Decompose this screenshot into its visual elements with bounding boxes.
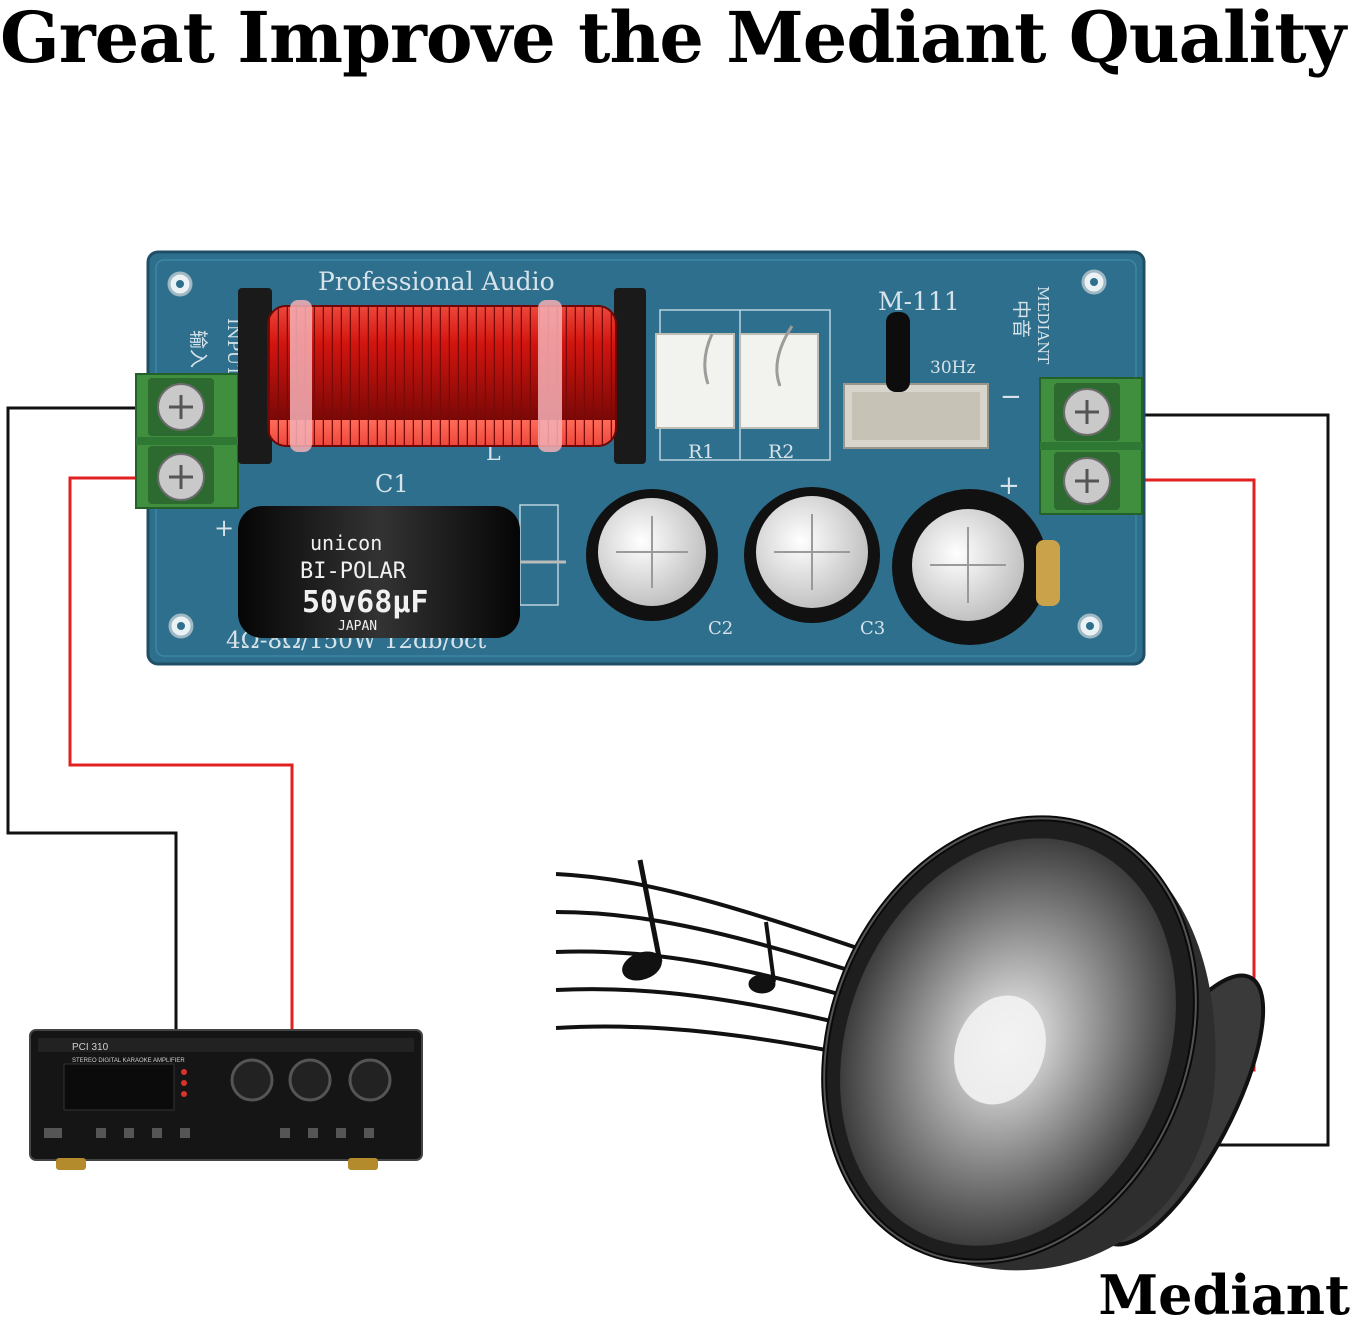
capacitor-c1: unicon BI-POLAR 50v68μF JAPAN bbox=[238, 506, 566, 638]
r2-label: R2 bbox=[768, 441, 794, 463]
output-label: MEDIANT bbox=[1034, 286, 1052, 364]
input-plus-sign: + bbox=[214, 514, 234, 542]
capacitor-c3 bbox=[744, 487, 880, 623]
amplifier-subtitle: STEREO DIGITAL KARAOKE AMPLIFIER bbox=[72, 1058, 185, 1064]
page-title: Great Improve the Mediant Quality bbox=[0, 0, 1346, 79]
power-resistor bbox=[843, 312, 989, 449]
wire-set bbox=[6, 406, 1330, 1147]
r1-label: R1 bbox=[688, 441, 714, 463]
capacitor-c2 bbox=[586, 489, 718, 621]
resistor-r1 bbox=[655, 333, 735, 429]
output-minus-sign: − bbox=[1000, 382, 1022, 412]
input-terminal-block bbox=[135, 373, 239, 509]
c2-label: C2 bbox=[708, 618, 733, 639]
board-model: M-111 bbox=[878, 287, 960, 316]
black-input-wire bbox=[6, 406, 180, 1032]
output-terminal-block bbox=[1039, 377, 1143, 515]
output-plus-sign: + bbox=[998, 471, 1020, 501]
amplifier-knobs bbox=[230, 1058, 392, 1102]
speaker bbox=[821, 815, 1266, 1271]
c1-origin: JAPAN bbox=[338, 619, 377, 634]
resistor-r2 bbox=[739, 325, 819, 429]
inductor-coil bbox=[238, 288, 646, 464]
capacitor-c4 bbox=[892, 489, 1060, 645]
c1-brand: unicon bbox=[310, 531, 382, 555]
amplifier-leds bbox=[181, 1069, 187, 1097]
c1-value: 50v68μF bbox=[302, 585, 428, 620]
speaker-caption: Mediant bbox=[1098, 1263, 1350, 1327]
black-output-wire bbox=[1085, 413, 1330, 1147]
c1-type: BI-POLAR bbox=[300, 559, 407, 584]
c3-label: C3 bbox=[860, 618, 885, 639]
input-chinese-label: 输入 bbox=[187, 330, 209, 368]
c1-label: C1 bbox=[375, 470, 409, 498]
freq-label: 30Hz bbox=[930, 358, 975, 378]
board-brand-text: Professional Audio bbox=[318, 267, 555, 296]
inductor-label: L bbox=[486, 441, 501, 466]
amplifier-model: PCI 310 bbox=[72, 1042, 109, 1053]
amplifier: PCI 310 STEREO DIGITAL KARAOKE AMPLIFIER bbox=[29, 1029, 423, 1170]
red-input-wire bbox=[68, 476, 294, 1032]
output-chinese-label: 中音 bbox=[1010, 300, 1032, 338]
